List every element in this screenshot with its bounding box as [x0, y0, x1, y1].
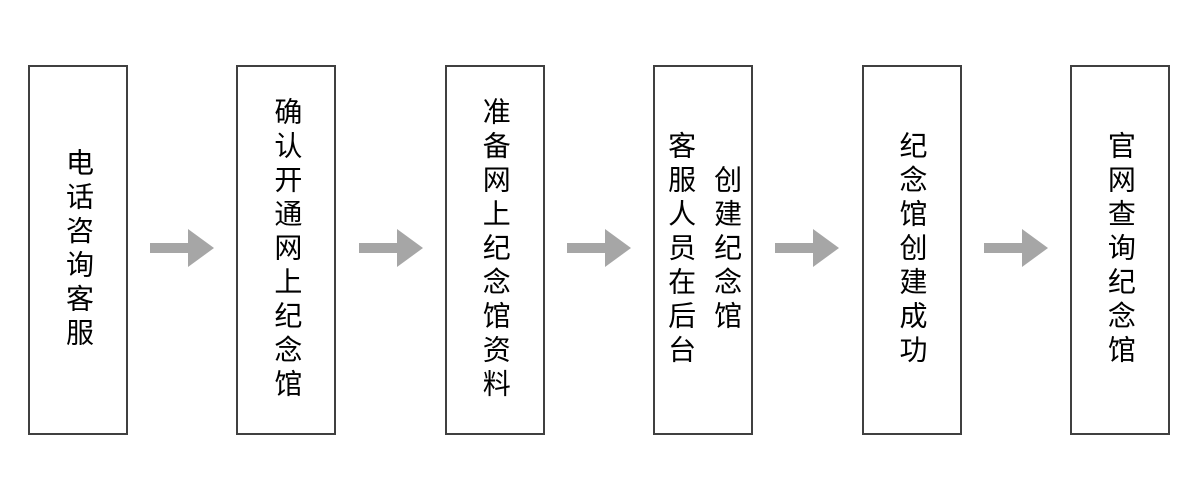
- flow-step-4-label-line-2: 创建纪念馆: [711, 165, 743, 335]
- flow-step-2-label: 确认开通网上纪念馆: [271, 97, 303, 403]
- flow-step-6-label: 官网查询纪念馆: [1104, 131, 1136, 369]
- flow-step-1-label: 电话咨询客服: [63, 148, 94, 352]
- arrow-right-icon-5: [983, 229, 1048, 267]
- flow-step-2-box: 确认开通网上纪念馆: [236, 65, 337, 435]
- arrow-right-icon-4: [775, 229, 840, 267]
- flow-step-3-label: 准备网上纪念馆资料: [479, 97, 511, 403]
- flow-step-1-box: 电话咨询客服: [28, 65, 128, 435]
- flow-step-5-label: 纪念馆创建成功: [896, 131, 928, 369]
- flow-step-6-box: 官网查询纪念馆: [1069, 65, 1170, 435]
- flow-step-5-box: 纪念馆创建成功: [861, 65, 962, 435]
- arrow-right-icon-2: [358, 229, 423, 267]
- arrow-right-icon-1: [150, 229, 215, 267]
- flow-step-3-box: 准备网上纪念馆资料: [444, 65, 545, 435]
- flow-step-4-box: 客服人员在后台 创建纪念馆: [653, 65, 754, 435]
- arrow-right-icon-3: [566, 229, 631, 267]
- flow-step-4-label-line-1: 客服人员在后台: [665, 131, 697, 369]
